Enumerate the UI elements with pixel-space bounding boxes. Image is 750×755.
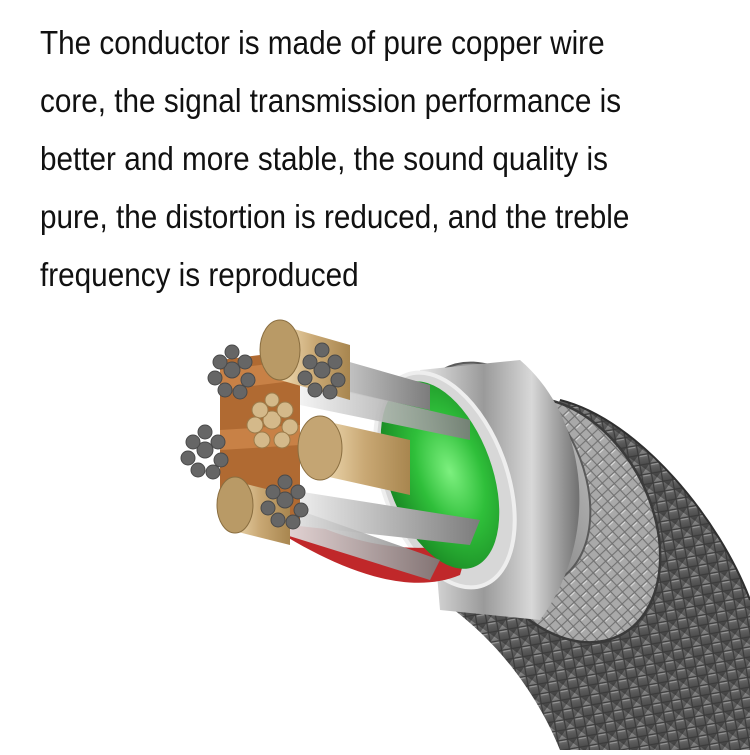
description-line: better and more stable, the sound qualit… bbox=[40, 140, 608, 177]
cable-cross-section-image bbox=[0, 300, 750, 750]
product-description: The conductor is made of pure copper wir… bbox=[40, 14, 740, 304]
description-line: frequency is reproduced bbox=[40, 256, 359, 293]
description-line: pure, the distortion is reduced, and the… bbox=[40, 198, 630, 235]
description-line: The conductor is made of pure copper wir… bbox=[40, 24, 605, 61]
silver-strand-bundles bbox=[180, 342, 346, 530]
description-line: core, the signal transmission performanc… bbox=[40, 82, 622, 119]
copper-core-bundle bbox=[246, 392, 299, 449]
